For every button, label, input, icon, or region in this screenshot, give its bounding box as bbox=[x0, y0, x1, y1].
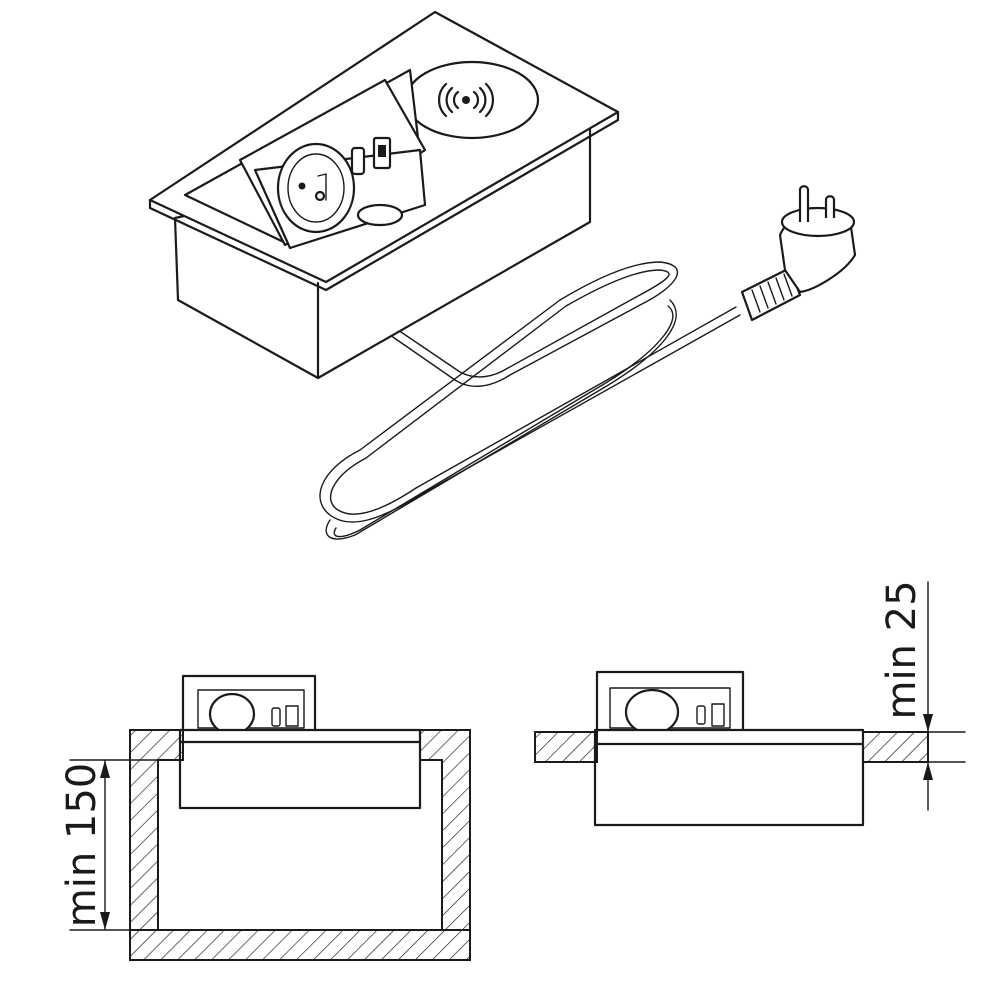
product-isometric-view bbox=[148, 10, 857, 540]
cabinet-depth-dimension: min 150 bbox=[59, 759, 159, 931]
desktop-panels bbox=[534, 731, 929, 763]
popup-socket-module bbox=[183, 68, 427, 250]
wireless-charging-icon bbox=[438, 82, 494, 118]
plug-grip-ribs bbox=[751, 273, 793, 313]
desktop-installation-section: min 25 bbox=[534, 580, 966, 827]
cabinet-installation-section: min 150 bbox=[59, 674, 471, 961]
wireless-charger-pad bbox=[404, 60, 540, 140]
desk-thickness-dimension: min 25 bbox=[879, 580, 966, 811]
cabinet-depth-label: min 150 bbox=[59, 763, 105, 928]
desk-thickness-label: min 25 bbox=[879, 580, 925, 719]
power-cable bbox=[319, 261, 741, 540]
cabinet-walls bbox=[129, 729, 471, 961]
usb-c-port bbox=[350, 146, 366, 176]
schuko-plug bbox=[740, 185, 857, 322]
socket-outlet bbox=[276, 142, 356, 234]
